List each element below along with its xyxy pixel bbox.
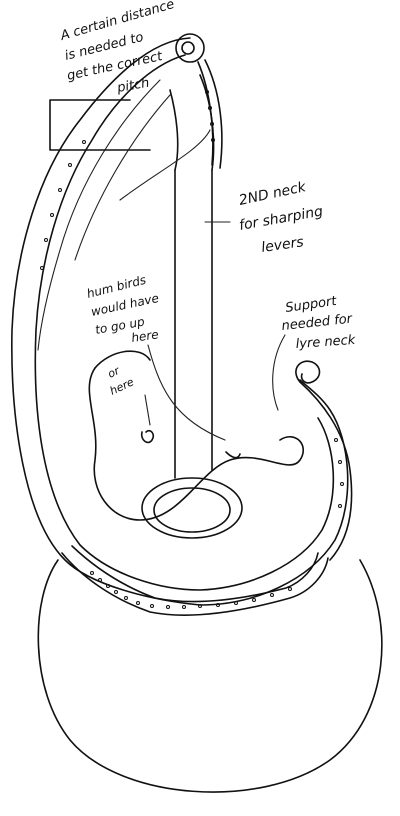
lyre-body-outer [11, 37, 349, 606]
left-arm-strings [37, 79, 161, 351]
label-or-here-1: or [106, 364, 123, 381]
scroll-top [175, 33, 205, 63]
bottom-rim-inner [71, 545, 319, 603]
soundbox-outline [37, 559, 383, 793]
right-scroll [295, 360, 321, 384]
bottom-rim [61, 552, 329, 616]
label-humbird-4: here [130, 327, 159, 345]
humbird-mark-right [225, 451, 241, 459]
label-support-3: lyre neck [295, 333, 356, 352]
neck-tuning-strip [197, 59, 223, 169]
cavity-outline [88, 367, 304, 521]
second-neck [174, 169, 213, 479]
label-neck-1: 2ND neck [238, 179, 309, 209]
scroll-top-inner [181, 41, 195, 55]
humbird-mark-left [140, 429, 155, 444]
soundhole-outer [141, 477, 243, 539]
pointer-humbirds [147, 344, 226, 441]
dimension-bracket [49, 99, 151, 151]
pointer-or-here [144, 394, 151, 426]
label-humbirds: hum birds would have to go up here [85, 273, 160, 345]
lyre-body-inner [34, 54, 335, 591]
cavity-left [94, 350, 151, 369]
rim-dots [40, 90, 344, 609]
label-support-1: Support [284, 294, 338, 316]
label-second-neck: 2ND neck for sharping levers [238, 179, 325, 256]
label-neck-2: for sharping [238, 203, 324, 233]
right-arm [299, 381, 353, 561]
pointer-pitch [119, 129, 211, 201]
label-distance-4: pitch [115, 76, 150, 97]
label-or-here: or here [106, 364, 136, 398]
left-arm-strings-2 [74, 94, 171, 261]
label-neck-3: levers [260, 234, 304, 256]
soundhole-inner [153, 487, 231, 533]
label-support: Support needed for lyre neck [281, 294, 356, 352]
pointer-support [272, 334, 286, 411]
